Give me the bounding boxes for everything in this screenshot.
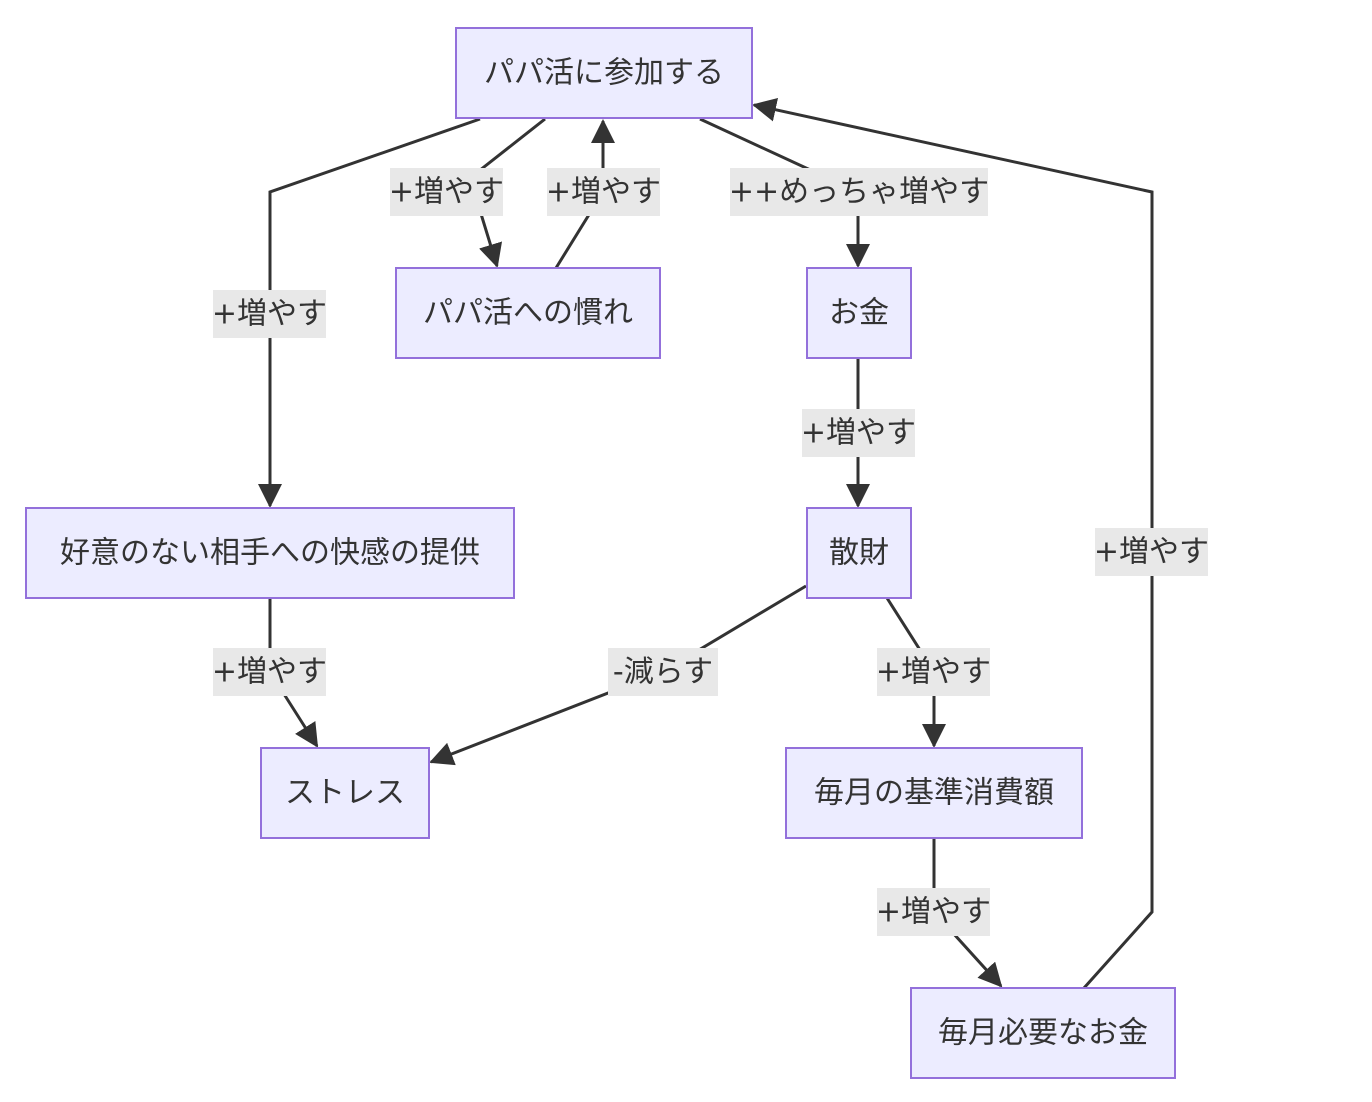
node-nare[interactable]: パパ活への慣れ xyxy=(395,267,661,359)
edge-label-okane-to-sanzai: +増やす xyxy=(801,416,916,451)
edge-label-sanzai-to-kijun: +増やす xyxy=(876,655,991,690)
node-kokan[interactable]: 好意のない相手への快感の提供 xyxy=(25,507,515,599)
node-stress[interactable]: ストレス xyxy=(260,747,430,839)
nodes: パパ活に参加する パパ活への慣れ お金 好意のない相手への快感の提供 散財 スト xyxy=(25,27,1176,1079)
edge-label-hitsuyou-to-papa: +増やす xyxy=(1094,535,1209,570)
node-sanzai[interactable]: 散財 xyxy=(806,507,912,599)
edge-papa-to-kokan xyxy=(258,117,481,508)
node-sanzai-label: 散財 xyxy=(829,536,889,571)
node-okane[interactable]: お金 xyxy=(806,267,912,359)
edge-labels: +増やす +増やす +増やす ++めっちゃ増やす +増やす +増やす -減らす … xyxy=(212,168,1209,936)
edge-label-kijun-to-hitsuyou: +増やす xyxy=(876,895,991,930)
node-hitsuyou-label: 毎月必要なお金 xyxy=(938,1016,1148,1051)
node-stress-label: ストレス xyxy=(285,776,405,811)
edge-label-nare-to-papa: +増やす xyxy=(546,175,661,210)
node-papa[interactable]: パパ活に参加する xyxy=(455,27,753,119)
edge-label-sanzai-to-stress: -減らす xyxy=(613,655,713,690)
node-papa-label: パパ活に参加する xyxy=(484,56,724,91)
edge-label-kokan-to-stress: +増やす xyxy=(212,655,327,690)
edge-label-papa-to-okane: ++めっちゃ増やす xyxy=(729,175,989,210)
node-kokan-label: 好意のない相手への快感の提供 xyxy=(60,536,480,571)
edge-label-papa-to-kokan: +増やす xyxy=(212,297,327,332)
node-nare-label: パパ活への慣れ xyxy=(423,296,633,331)
edge-label-papa-to-nare: +増やす xyxy=(389,175,504,210)
node-kijun[interactable]: 毎月の基準消費額 xyxy=(785,747,1083,839)
node-kijun-label: 毎月の基準消費額 xyxy=(814,776,1054,811)
node-okane-label: お金 xyxy=(829,296,889,331)
node-hitsuyou[interactable]: 毎月必要なお金 xyxy=(910,987,1176,1079)
